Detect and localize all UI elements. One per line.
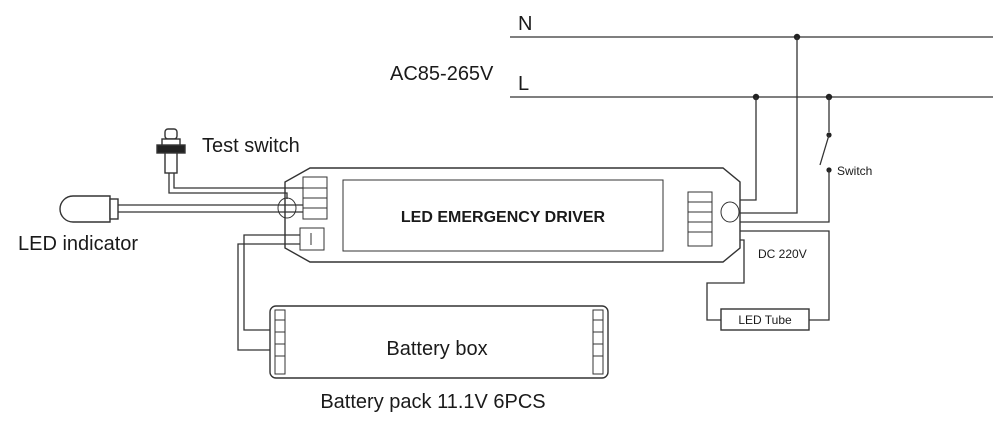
battery-box-label: Battery box: [386, 338, 487, 360]
driver-battery-terminal: [299, 227, 325, 251]
wire-battery-positive: [243, 234, 300, 331]
wire-test-switch-b: [173, 173, 303, 189]
battery-pack-label: Battery pack 11.1V 6PCS: [320, 391, 545, 413]
wire-output-to-tube-right: [738, 230, 830, 321]
wire-test-switch-a: [168, 173, 288, 199]
test-switch-nut: [156, 144, 186, 154]
led-indicator-label: LED indicator: [18, 233, 138, 255]
led-tube-box: [720, 308, 810, 331]
wire-switch-to-driver: [738, 170, 830, 223]
test-switch: [156, 128, 186, 174]
test-switch-cap: [164, 128, 178, 140]
battery-box: Battery box: [269, 305, 609, 379]
battery-box-outline: [269, 305, 609, 379]
driver-unit: LED EMERGENCY DRIVER: [277, 167, 741, 263]
switch-blade: [819, 134, 830, 166]
driver-housing: [284, 167, 741, 263]
driver-right-terminal: [687, 191, 713, 247]
driver-label-panel: [342, 179, 664, 252]
wire-output-to-tube-left: [706, 239, 745, 321]
led-indicator: [59, 195, 119, 223]
led-indicator-lens: [59, 195, 111, 223]
wire-battery-negative: [237, 243, 300, 351]
led-tube-label: LED Tube: [738, 313, 792, 327]
switch-label: Switch: [837, 164, 872, 178]
test-switch-label: Test switch: [202, 135, 300, 157]
voltage-label: AC85-265V: [390, 63, 494, 85]
live-label: L: [518, 73, 529, 95]
wire-neutral-to-driver: [738, 37, 798, 214]
neutral-label: N: [518, 13, 532, 35]
test-switch-body: [164, 152, 178, 174]
output-voltage-label: DC 220V: [758, 247, 807, 261]
wire-live-to-driver: [738, 97, 757, 201]
driver-label: LED EMERGENCY DRIVER: [401, 209, 606, 226]
